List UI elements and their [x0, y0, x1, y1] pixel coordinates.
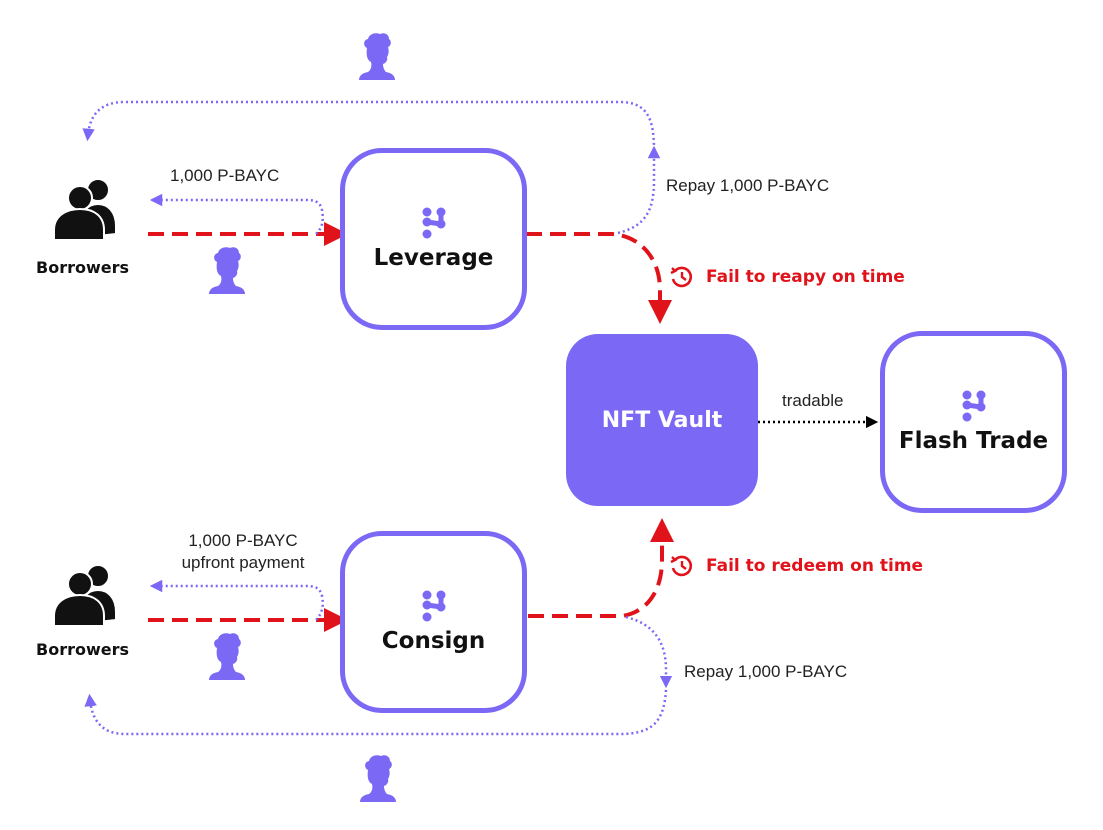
borrow-amount-label: 1,000 P-BAYC [170, 166, 280, 185]
leverage-out-red [526, 232, 672, 324]
dots-logo-icon [422, 590, 445, 622]
repay-label-top: Repay 1,000 P-BAYC [666, 176, 830, 195]
upfront-payment-line2: upfront payment [181, 553, 305, 572]
clock-history-icon [670, 555, 693, 577]
repay-arrow-top [617, 145, 661, 235]
repay-loop-top [82, 100, 656, 151]
upfront-payment-label: 1,000 P-BAYC upfront payment [158, 530, 328, 574]
users-icon [53, 178, 117, 241]
upfront-payment-line1: 1,000 P-BAYC [188, 531, 298, 550]
flash-trade-title: Flash Trade [898, 428, 1049, 454]
tradable-label: tradable [782, 391, 844, 410]
repay-label-bottom: Repay 1,000 P-BAYC [684, 662, 848, 681]
borrowers-label-bottom: Borrowers [36, 640, 130, 659]
nft-vault-box[interactable]: NFT Vault [566, 334, 758, 506]
repay-arrow-bottom [625, 615, 673, 689]
users-icon [53, 564, 117, 627]
consign-box[interactable]: Consign [340, 531, 527, 713]
leverage-title: Leverage [373, 245, 494, 271]
fail-redeem-label: Fail to redeem on time [706, 556, 924, 576]
consign-out-red [528, 518, 674, 618]
ape-nft-avatar-icon [359, 33, 395, 80]
repay-loop-bottom [84, 689, 668, 736]
loan-arrow-top [149, 193, 324, 235]
dots-logo-icon [962, 390, 985, 422]
clock-history-icon [670, 266, 693, 288]
consign-title: Consign [381, 628, 486, 654]
fail-repay-label: Fail to reapy on time [706, 267, 905, 287]
ape-nft-avatar-icon [360, 755, 396, 802]
flash-trade-box[interactable]: Flash Trade [880, 331, 1067, 513]
ape-nft-avatar-icon [209, 633, 245, 680]
payment-arrow-bottom [149, 579, 324, 621]
dots-logo-icon [422, 207, 445, 239]
leverage-box[interactable]: Leverage [340, 148, 527, 330]
ape-nft-avatar-icon [209, 247, 245, 294]
nft-vault-title: NFT Vault [601, 407, 723, 433]
borrowers-label-top: Borrowers [36, 258, 130, 277]
